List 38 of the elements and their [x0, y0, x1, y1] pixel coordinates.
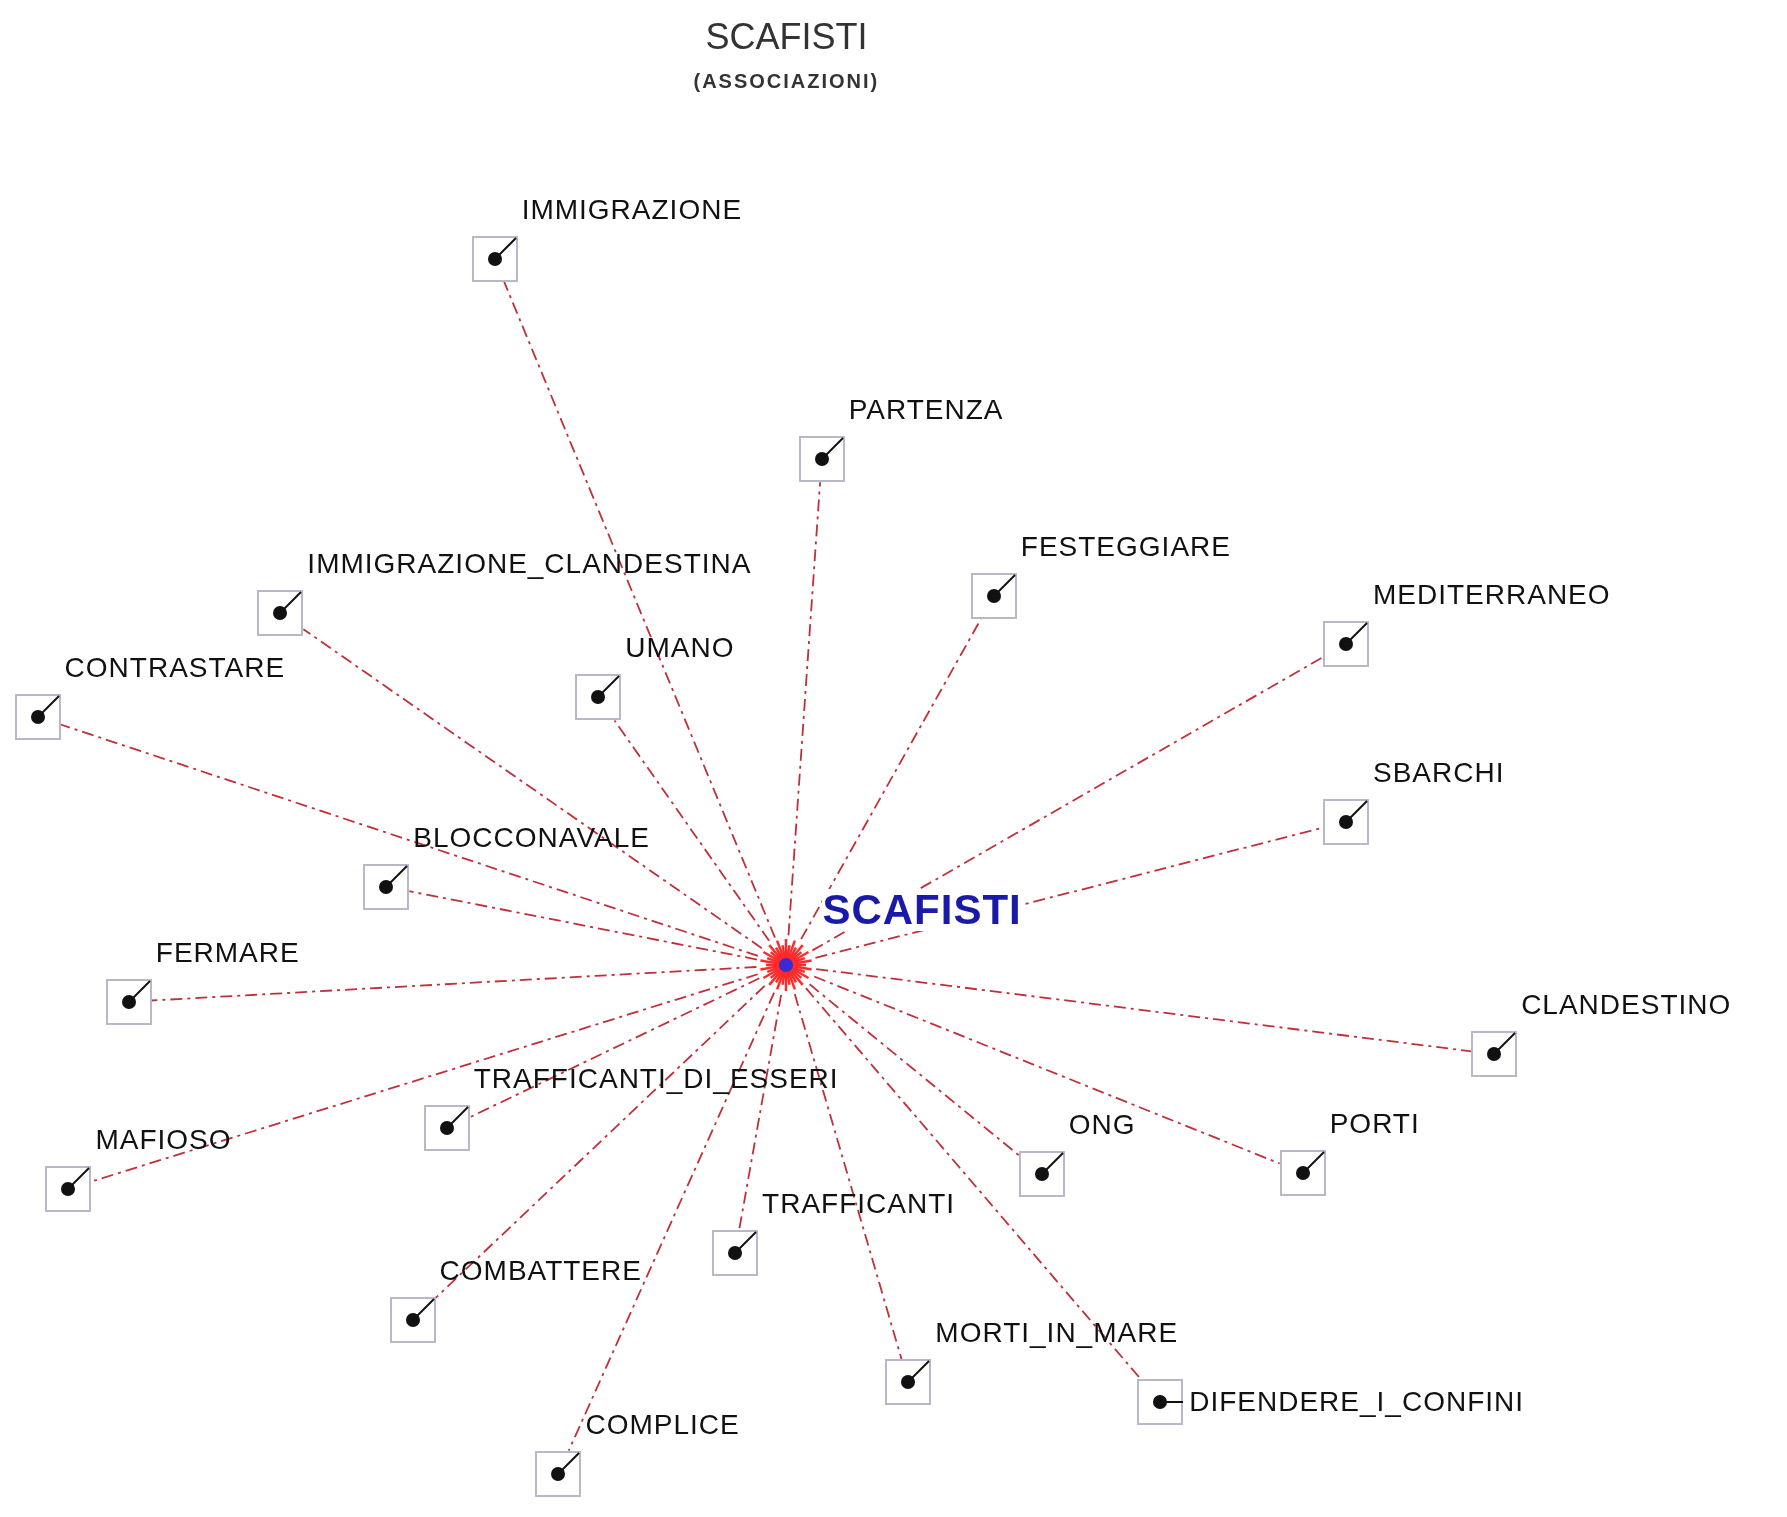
node-label: CONTRASTARE: [64, 653, 286, 682]
connector-line: [434, 985, 766, 1299]
node-label: FERMARE: [155, 938, 300, 967]
hub-label: SCAFISTI: [822, 889, 1022, 932]
connector-line: [503, 280, 776, 939]
node-label: DIFENDERE_I_CONFINI: [1189, 1387, 1525, 1416]
node-label: IMMIGRAZIONE: [521, 195, 743, 224]
node-label: MEDITERRANEO: [1373, 580, 1611, 609]
connector-line: [808, 983, 1020, 1156]
node-label: PARTENZA: [848, 396, 1004, 425]
node-label: SBARCHI: [1373, 758, 1505, 787]
node-label: TRAFFICANTI_DI_ESSERI: [473, 1065, 839, 1094]
connector-line: [468, 977, 761, 1119]
node-label: ONG: [1068, 1110, 1136, 1139]
connector-line: [787, 481, 821, 937]
connector-line: [805, 987, 1142, 1380]
connector-line: [793, 993, 903, 1361]
node-label: BLOCCONAVALE: [413, 823, 650, 852]
connector-line: [150, 966, 758, 1002]
connector-line: [302, 628, 763, 950]
node-label: MAFIOSO: [95, 1125, 232, 1154]
node-label: IMMIGRAZIONE_CLANDESTINA: [307, 550, 752, 579]
diagram-title: SCAFISTI: [705, 16, 868, 58]
node-label: FESTEGGIARE: [1020, 533, 1231, 562]
node-label: COMBATTERE: [439, 1256, 642, 1285]
node-label: MORTI_IN_MARE: [935, 1319, 1179, 1348]
node-label: PORTI: [1329, 1109, 1420, 1138]
connector-line: [567, 991, 775, 1452]
node-label: CLANDESTINO: [1521, 991, 1732, 1020]
node-label: COMPLICE: [585, 1410, 740, 1439]
connector-line: [59, 723, 759, 957]
node-label: TRAFFICANTI: [762, 1189, 956, 1218]
diagram-subtitle: (ASSOCIAZIONI): [693, 70, 880, 93]
node-label: UMANO: [625, 634, 735, 663]
connector-line: [738, 993, 782, 1231]
connector-line: [408, 890, 758, 961]
connector-line: [613, 719, 771, 942]
connector-line: [815, 968, 1473, 1053]
